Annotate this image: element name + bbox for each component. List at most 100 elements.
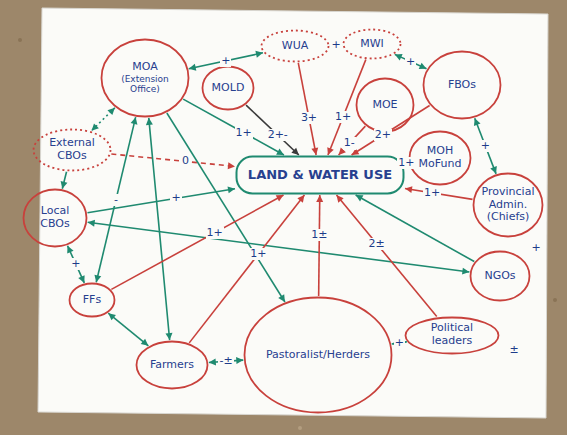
connector — [298, 63, 316, 155]
circle-outline — [474, 174, 543, 237]
stakeholder-circle: Political leaders — [404, 316, 500, 355]
connector — [91, 108, 114, 131]
connector — [111, 195, 283, 289]
node-text: MOHMoFund — [416, 145, 463, 170]
edge-weight: + — [170, 192, 181, 204]
node-text: Pastoralist/Herders — [263, 349, 374, 362]
free-mark: + — [530, 242, 541, 254]
circle-outline — [102, 40, 189, 117]
node-label: Political leaders — [416, 322, 487, 347]
arrow-head — [166, 333, 173, 340]
node-label: MOA — [132, 61, 157, 74]
focus-outline — [237, 157, 404, 194]
edge-weight: + — [330, 39, 341, 51]
connector — [319, 195, 320, 296]
stakeholder-circle: Pastoralist/Herders — [243, 296, 393, 414]
edge-weight: 0 — [181, 155, 190, 167]
edge-weight: 1+ — [249, 248, 267, 260]
circle-outline — [137, 342, 208, 389]
node-label: (Chiefs) — [487, 211, 530, 224]
node-text: External CBOs — [42, 137, 101, 162]
node-text: WUA — [269, 40, 321, 53]
node-label: MOE — [372, 99, 397, 112]
arrow-head — [356, 195, 364, 201]
arrow-head — [419, 63, 427, 69]
sand-grain — [298, 426, 302, 430]
edge-weight: 2+ — [374, 129, 392, 141]
edge-weight: + — [220, 55, 231, 67]
node-label: Local CBOs — [31, 205, 80, 230]
edge-weight: + — [70, 258, 81, 270]
circle-outline — [410, 132, 471, 185]
stakeholder-circle: FBOs — [422, 50, 502, 120]
node-label: FBOs — [448, 79, 476, 92]
edge-weight: 2± — [367, 238, 385, 250]
arrow-head — [61, 181, 68, 189]
paper-sheet — [38, 8, 548, 418]
edge-weight: 3+ — [300, 112, 318, 124]
sand-grain — [18, 38, 22, 42]
circle-outline — [344, 30, 401, 59]
arrow-head — [291, 148, 298, 155]
sand-grain — [553, 298, 557, 302]
edge-weight: + — [405, 56, 416, 68]
node-label: MoFund — [419, 158, 462, 171]
edge-weight: 1+ — [397, 157, 415, 169]
circle-outline — [406, 317, 499, 353]
node-text: MOE — [363, 99, 407, 112]
arrow-head — [474, 118, 481, 126]
connector — [68, 246, 85, 283]
circle-outline — [262, 31, 329, 62]
arrow-head — [108, 313, 116, 320]
node-label: LAND & WATER USE — [248, 168, 392, 183]
stakeholder-circle: MOLD — [201, 65, 255, 111]
circle-outline — [357, 79, 414, 132]
circle-outline — [245, 298, 392, 413]
edge-weight: + — [480, 140, 491, 152]
edge-weight: -± — [218, 355, 233, 367]
stakeholder-circle: MWI — [342, 28, 402, 60]
connector — [395, 54, 427, 68]
arrow-head — [462, 268, 469, 275]
arrow-head — [278, 294, 285, 302]
node-label: (Extension Office) — [112, 74, 179, 95]
stakeholder-circle: Farmers — [135, 340, 209, 390]
arrow-head — [405, 186, 412, 193]
edge-weight: + — [394, 337, 405, 349]
stakeholder-circle: NGOs — [469, 250, 531, 302]
node-text: MOA(Extension Office) — [112, 61, 179, 94]
stakeholder-circle: Provincial Admin.(Chiefs) — [472, 172, 544, 238]
connector — [111, 154, 235, 166]
node-text: Political leaders — [416, 322, 487, 347]
node-text: Provincial Admin.(Chiefs) — [481, 186, 534, 224]
connector — [246, 105, 299, 155]
stakeholder-circle: Local CBOs — [22, 188, 88, 248]
node-text: NGOs — [477, 270, 523, 283]
node-text: FBOs — [432, 79, 491, 92]
arrow-head — [131, 117, 138, 125]
circle-outline — [24, 190, 87, 247]
arrow-head — [189, 64, 197, 71]
arrow-head — [209, 359, 216, 366]
circle-outline — [203, 67, 254, 110]
connector — [149, 118, 170, 340]
arrow-head — [327, 147, 334, 155]
arrow-head — [141, 339, 149, 346]
connector — [475, 118, 496, 174]
node-text: LAND & WATER USE — [244, 168, 397, 183]
arrow-head — [78, 275, 84, 283]
node-label: WUA — [282, 40, 308, 53]
stakeholder-circle: MOA(Extension Office) — [100, 38, 190, 118]
node-label: MWI — [360, 38, 384, 51]
arrow-head — [311, 147, 318, 155]
connector — [108, 313, 148, 346]
node-label: External CBOs — [42, 137, 101, 162]
arrow-head — [107, 108, 114, 115]
arrow-head — [337, 195, 344, 203]
connector — [339, 126, 366, 155]
arrow-head — [236, 357, 243, 364]
arrow-head — [297, 195, 304, 203]
arrow-head — [316, 195, 323, 202]
arrow-head — [67, 246, 73, 254]
